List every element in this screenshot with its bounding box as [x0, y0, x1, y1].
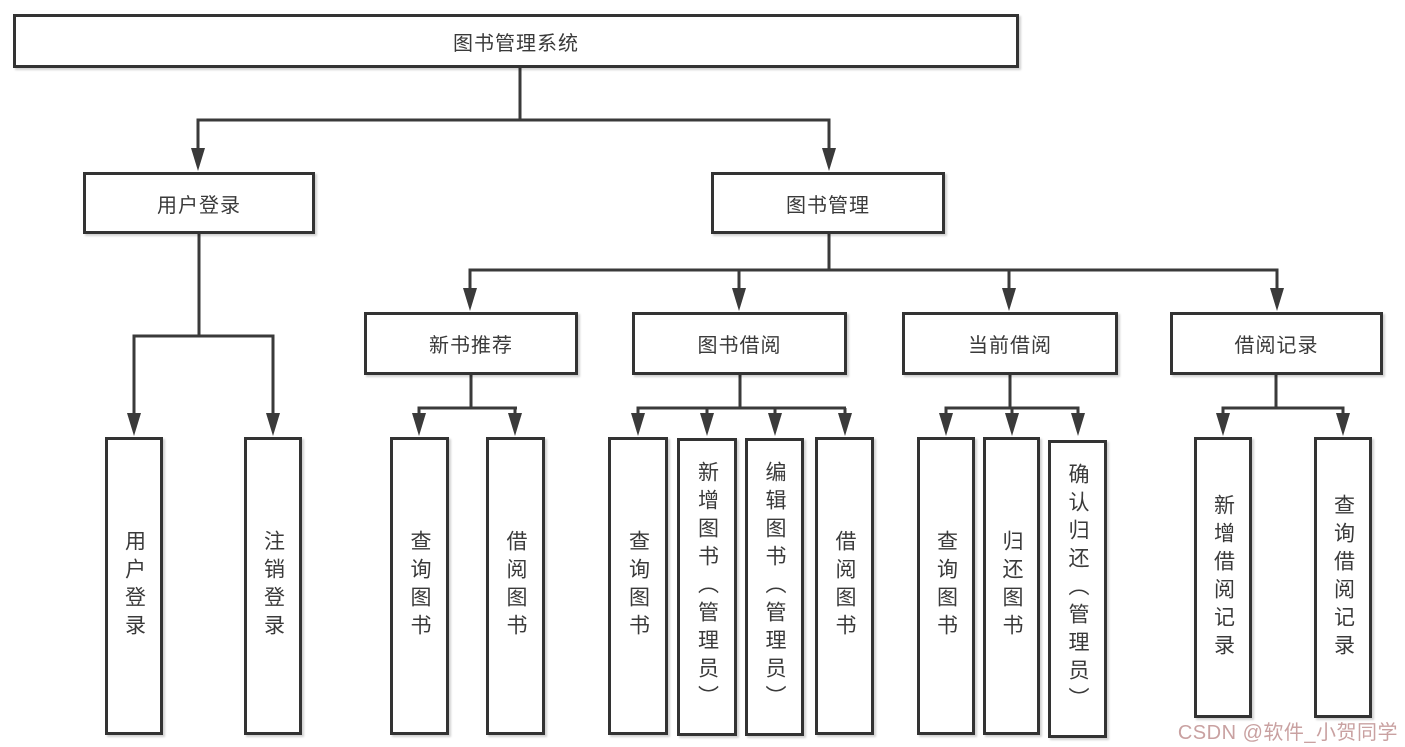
leaf-bb-borrow-book-label: 借阅图书: [833, 530, 856, 642]
node-root: 图书管理系统: [13, 14, 1019, 68]
leaf-bb-borrow-book: 借阅图书: [815, 437, 874, 735]
leaf-cb-confirm-return-label: 确认归还（管理员）: [1066, 463, 1089, 715]
leaf-bb-add-book: 新增图书（管理员）: [677, 438, 737, 736]
leaf-cb-query-book-label: 查询图书: [934, 530, 958, 642]
node-user-login-label: 用户登录: [157, 194, 241, 217]
node-new-book-recommend: 新书推荐: [364, 312, 578, 375]
leaf-nbr-borrow-book-label: 借阅图书: [504, 530, 527, 642]
node-current-borrowing: 当前借阅: [902, 312, 1118, 375]
leaf-bb-edit-book: 编辑图书（管理员）: [745, 438, 804, 736]
leaf-cb-confirm-return: 确认归还（管理员）: [1048, 440, 1107, 738]
node-borrowing-records-label: 借阅记录: [1234, 335, 1319, 357]
csdn-watermark: CSDN @软件_小贺同学: [1177, 722, 1398, 744]
node-book-borrowing-label: 图书借阅: [697, 335, 782, 357]
leaf-user-login: 用户登录: [105, 437, 163, 735]
node-current-borrowing-label: 当前借阅: [968, 335, 1052, 357]
leaf-br-add-record: 新增借阅记录: [1194, 437, 1252, 718]
leaf-logout-label: 注销登录: [261, 530, 285, 642]
node-root-label: 图书管理系统: [453, 32, 579, 55]
leaf-br-add-record-label: 新增借阅记录: [1211, 493, 1235, 662]
node-book-management-label: 图书管理: [786, 194, 870, 217]
node-new-book-recommend-label: 新书推荐: [429, 335, 513, 357]
leaf-nbr-borrow-book: 借阅图书: [486, 437, 545, 735]
leaf-cb-return-book-label: 归还图书: [1000, 530, 1023, 642]
node-borrowing-records: 借阅记录: [1170, 312, 1383, 375]
leaf-br-query-record-label: 查询借阅记录: [1331, 493, 1355, 662]
leaf-bb-query-book: 查询图书: [608, 437, 668, 735]
leaf-bb-add-book-label: 新增图书（管理员）: [695, 461, 719, 713]
leaf-logout: 注销登录: [244, 437, 302, 735]
node-user-login: 用户登录: [83, 172, 315, 234]
node-book-borrowing: 图书借阅: [632, 312, 847, 375]
leaf-cb-return-book: 归还图书: [983, 437, 1040, 735]
leaf-bb-edit-book-label: 编辑图书（管理员）: [763, 461, 786, 713]
leaf-br-query-record: 查询借阅记录: [1314, 437, 1372, 718]
leaf-bb-query-book-label: 查询图书: [626, 530, 650, 642]
leaf-user-login-label: 用户登录: [122, 530, 146, 642]
leaf-nbr-query-book: 查询图书: [390, 437, 449, 735]
node-book-management: 图书管理: [711, 172, 945, 234]
leaf-cb-query-book: 查询图书: [917, 437, 975, 735]
leaf-nbr-query-book-label: 查询图书: [408, 530, 431, 642]
